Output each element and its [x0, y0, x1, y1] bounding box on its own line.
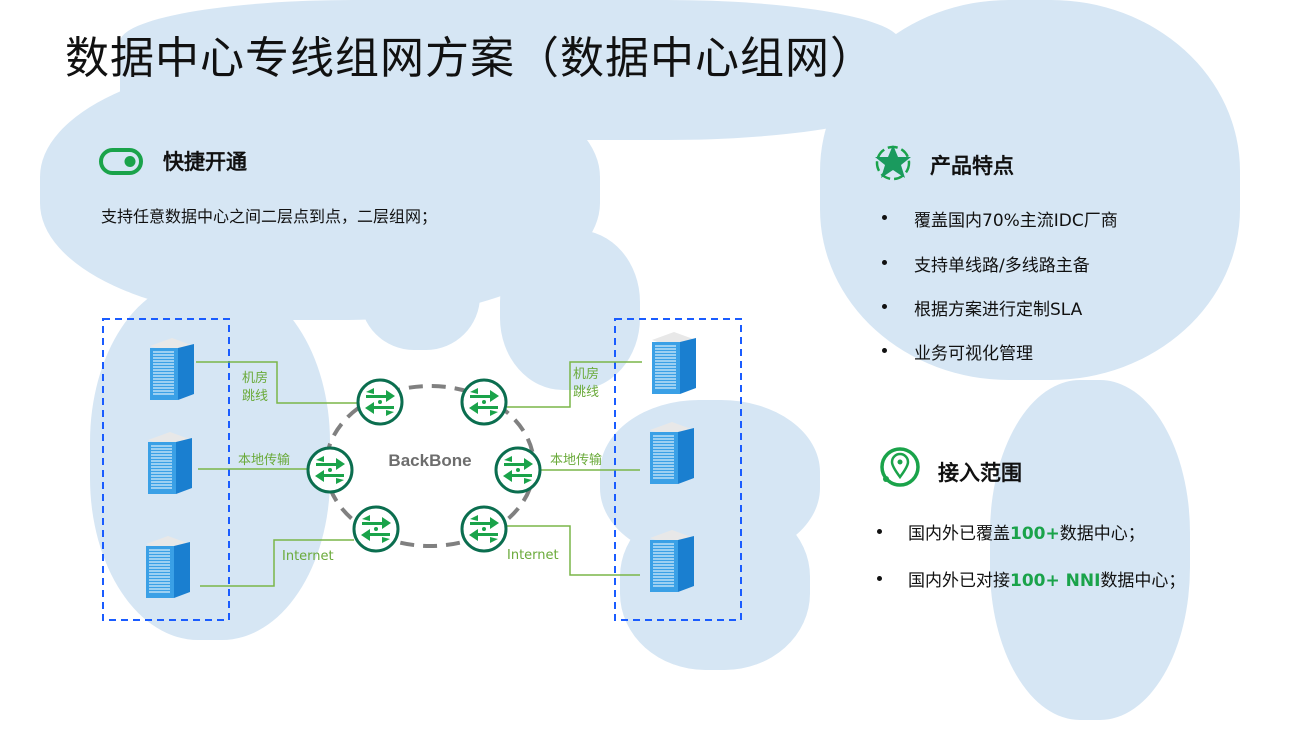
server-icon	[150, 338, 194, 400]
right-datacenter-group	[614, 318, 742, 621]
router-icon	[356, 378, 404, 426]
link-label: 机房	[573, 366, 599, 382]
page-title: 数据中心专线组网方案（数据中心组网）	[65, 33, 875, 84]
star-icon	[875, 145, 911, 181]
server-icon	[650, 530, 694, 592]
coverage-text: 国内外已对接	[908, 571, 1010, 591]
link-label: 跳线	[573, 385, 599, 400]
router-icon	[460, 505, 508, 553]
feature-item: 支持单线路/多线路主备	[914, 256, 1090, 276]
link-label: Internet	[507, 548, 559, 563]
server-icon	[650, 422, 694, 484]
link-label: Internet	[282, 549, 334, 564]
feature-item: 覆盖国内70%主流IDC厂商	[914, 211, 1118, 231]
router-icon	[494, 446, 542, 494]
quick-open-heading: 快捷开通	[163, 150, 247, 174]
link-left-3	[200, 539, 354, 587]
server-icon	[146, 536, 190, 598]
router-icon	[352, 505, 400, 553]
quick-open-description: 支持任意数据中心之间二层点到点，二层组网；	[101, 207, 438, 226]
coverage-text: 数据中心；	[1100, 571, 1186, 591]
coverage-highlight: 100+ NNI	[1010, 571, 1101, 591]
link-label: 跳线	[242, 389, 268, 404]
link-label: 本地传输	[550, 452, 602, 468]
coverage-item: 国内外已覆盖100+数据中心；	[908, 519, 1145, 544]
router-icon	[306, 446, 354, 494]
link-right-3	[507, 525, 640, 576]
backbone-label: BackBone	[388, 451, 471, 470]
router-icon	[460, 378, 508, 426]
coverage-heading: 接入范围	[938, 461, 1022, 485]
server-icon	[148, 432, 192, 494]
coverage-item: 国内外已对接100+ NNI数据中心；	[908, 566, 1185, 591]
link-label: 本地传输	[238, 452, 290, 468]
location-icon	[880, 447, 920, 487]
server-icon	[652, 332, 696, 394]
toggle-icon	[99, 148, 143, 175]
feature-item: 根据方案进行定制SLA	[914, 300, 1083, 320]
coverage-highlight: 100+	[1010, 524, 1060, 544]
link-label: 机房	[242, 370, 268, 386]
feature-item: 业务可视化管理	[914, 344, 1033, 364]
features-heading: 产品特点	[930, 154, 1014, 178]
link-left-1	[196, 361, 358, 404]
coverage-text: 数据中心；	[1059, 524, 1145, 544]
coverage-text: 国内外已覆盖	[908, 524, 1010, 544]
links	[196, 361, 642, 587]
link-right-1	[507, 361, 642, 408]
